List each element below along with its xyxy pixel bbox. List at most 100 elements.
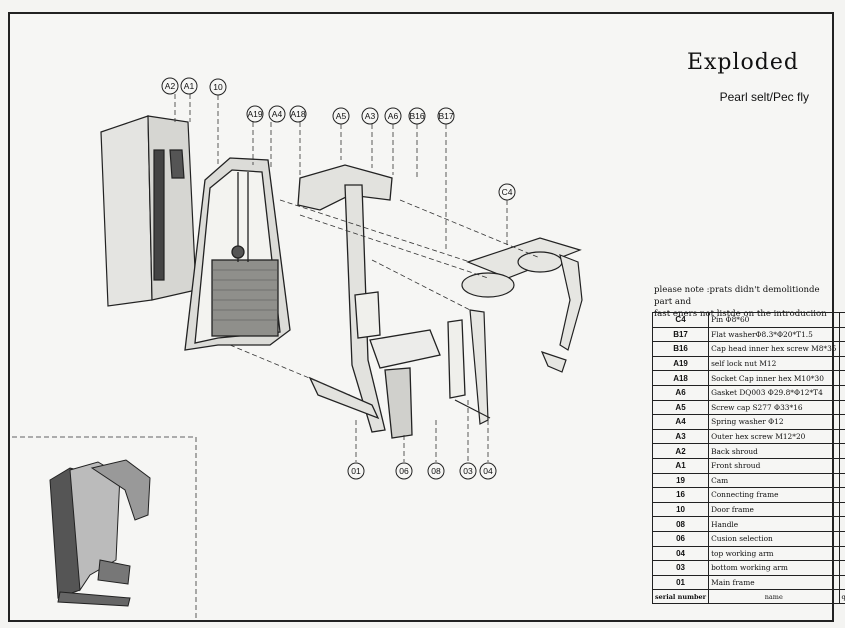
part-name: Outer hex screw M12*20 [708,428,840,445]
part-code: 19 [651,472,710,489]
part-name: bottom working arm [708,560,840,576]
callout-a2: A2 [161,77,179,95]
part-code: A1 [651,457,710,474]
part-name: self lock nut M12 [708,355,840,372]
note-line-1: please note :prats didn't demolitionde p… [654,285,820,307]
inset-view [12,436,197,620]
callout-01: 01 [347,462,365,480]
svg-text:A2: A2 [165,81,176,91]
shroud-panels [100,115,197,307]
part-quantity: 2 [838,370,845,386]
part-quantity: 6 [838,384,845,401]
part-code: 08 [651,516,710,532]
part-quantity: 2 [838,560,845,576]
part-quantity: 4 [838,428,845,445]
svg-text:06: 06 [399,466,409,476]
part-code: A2 [651,443,710,459]
part-code: A18 [651,370,710,386]
part-code: B16 [651,341,710,357]
part-name: Front shroud [708,457,840,474]
part-quantity: 6 [838,414,845,430]
part-name: Socket Cap inner hex M10*30 [708,370,840,386]
part-code: A6 [651,384,710,401]
part-name: Spring washer Φ12 [708,414,840,430]
callout-10: 10 [209,78,227,96]
drawing-title: Exploded [686,50,799,75]
part-quantity: 6 [838,341,845,357]
part-quantity: 6 [838,326,845,343]
callout-a1: A1 [180,77,198,95]
part-name: top working arm [708,545,840,562]
callout-labels: A2 A1 10 A19 A4 A18 A5 A3 A6 B16 B17 C4 … [161,77,516,480]
part-code: A19 [651,355,710,372]
part-code: A3 [651,428,710,445]
part-quantity: 1 [838,487,845,503]
part-name: Door frame [708,501,840,518]
part-quantity: 2 [838,545,845,562]
part-name: Cusion selection [708,530,840,547]
callout-b17: B17 [437,107,455,125]
main-frame [297,164,466,439]
callout-a5: A5 [332,107,350,125]
svg-text:B16: B16 [409,111,424,121]
arm-assembly [454,237,583,425]
part-name: Cam [708,472,840,489]
part-code: 03 [651,560,710,576]
svg-text:A19: A19 [247,109,262,119]
callout-a19: A19 [246,105,264,123]
table-row: 19Cam2 [651,472,845,489]
part-name: Connecting frame [708,487,840,503]
part-code: A4 [651,414,710,430]
svg-text:08: 08 [431,466,441,476]
svg-text:A3: A3 [365,111,376,121]
svg-text:03: 03 [463,466,473,476]
part-quantity: 2 [838,472,845,489]
table-row: 08Handle2 [651,516,845,532]
header-name: name [708,589,840,605]
table-header-row: serial numbernamequantity [651,589,845,605]
part-name: Cap head inner hex screw M8*35 [708,341,840,357]
part-name: Back shroud [708,443,840,459]
callout-a3: A3 [361,107,379,125]
part-quantity: 1 [838,530,845,547]
callout-b16: B16 [408,107,426,125]
part-quantity: 4 [838,312,845,328]
callout-06: 06 [395,462,413,480]
part-quantity: 1 [838,443,845,459]
assembly-leader-lines [174,86,541,462]
svg-text:B17: B17 [438,111,453,121]
part-name: Handle [708,516,840,532]
part-code: B17 [651,326,710,343]
part-quantity: 1 [838,457,845,474]
callout-08: 08 [427,462,445,480]
svg-text:10: 10 [213,82,223,92]
callout-c4: C4 [498,183,516,201]
part-code: 10 [651,501,710,518]
callout-03: 03 [459,462,477,480]
part-code: A5 [651,399,710,416]
svg-text:A6: A6 [388,111,399,121]
svg-text:C4: C4 [502,187,513,197]
callout-04: 04 [479,462,497,480]
svg-text:A1: A1 [184,81,195,91]
part-code: 04 [651,545,710,562]
part-name: Pin Φ8*60 [708,312,840,328]
part-quantity: 2 [838,355,845,372]
